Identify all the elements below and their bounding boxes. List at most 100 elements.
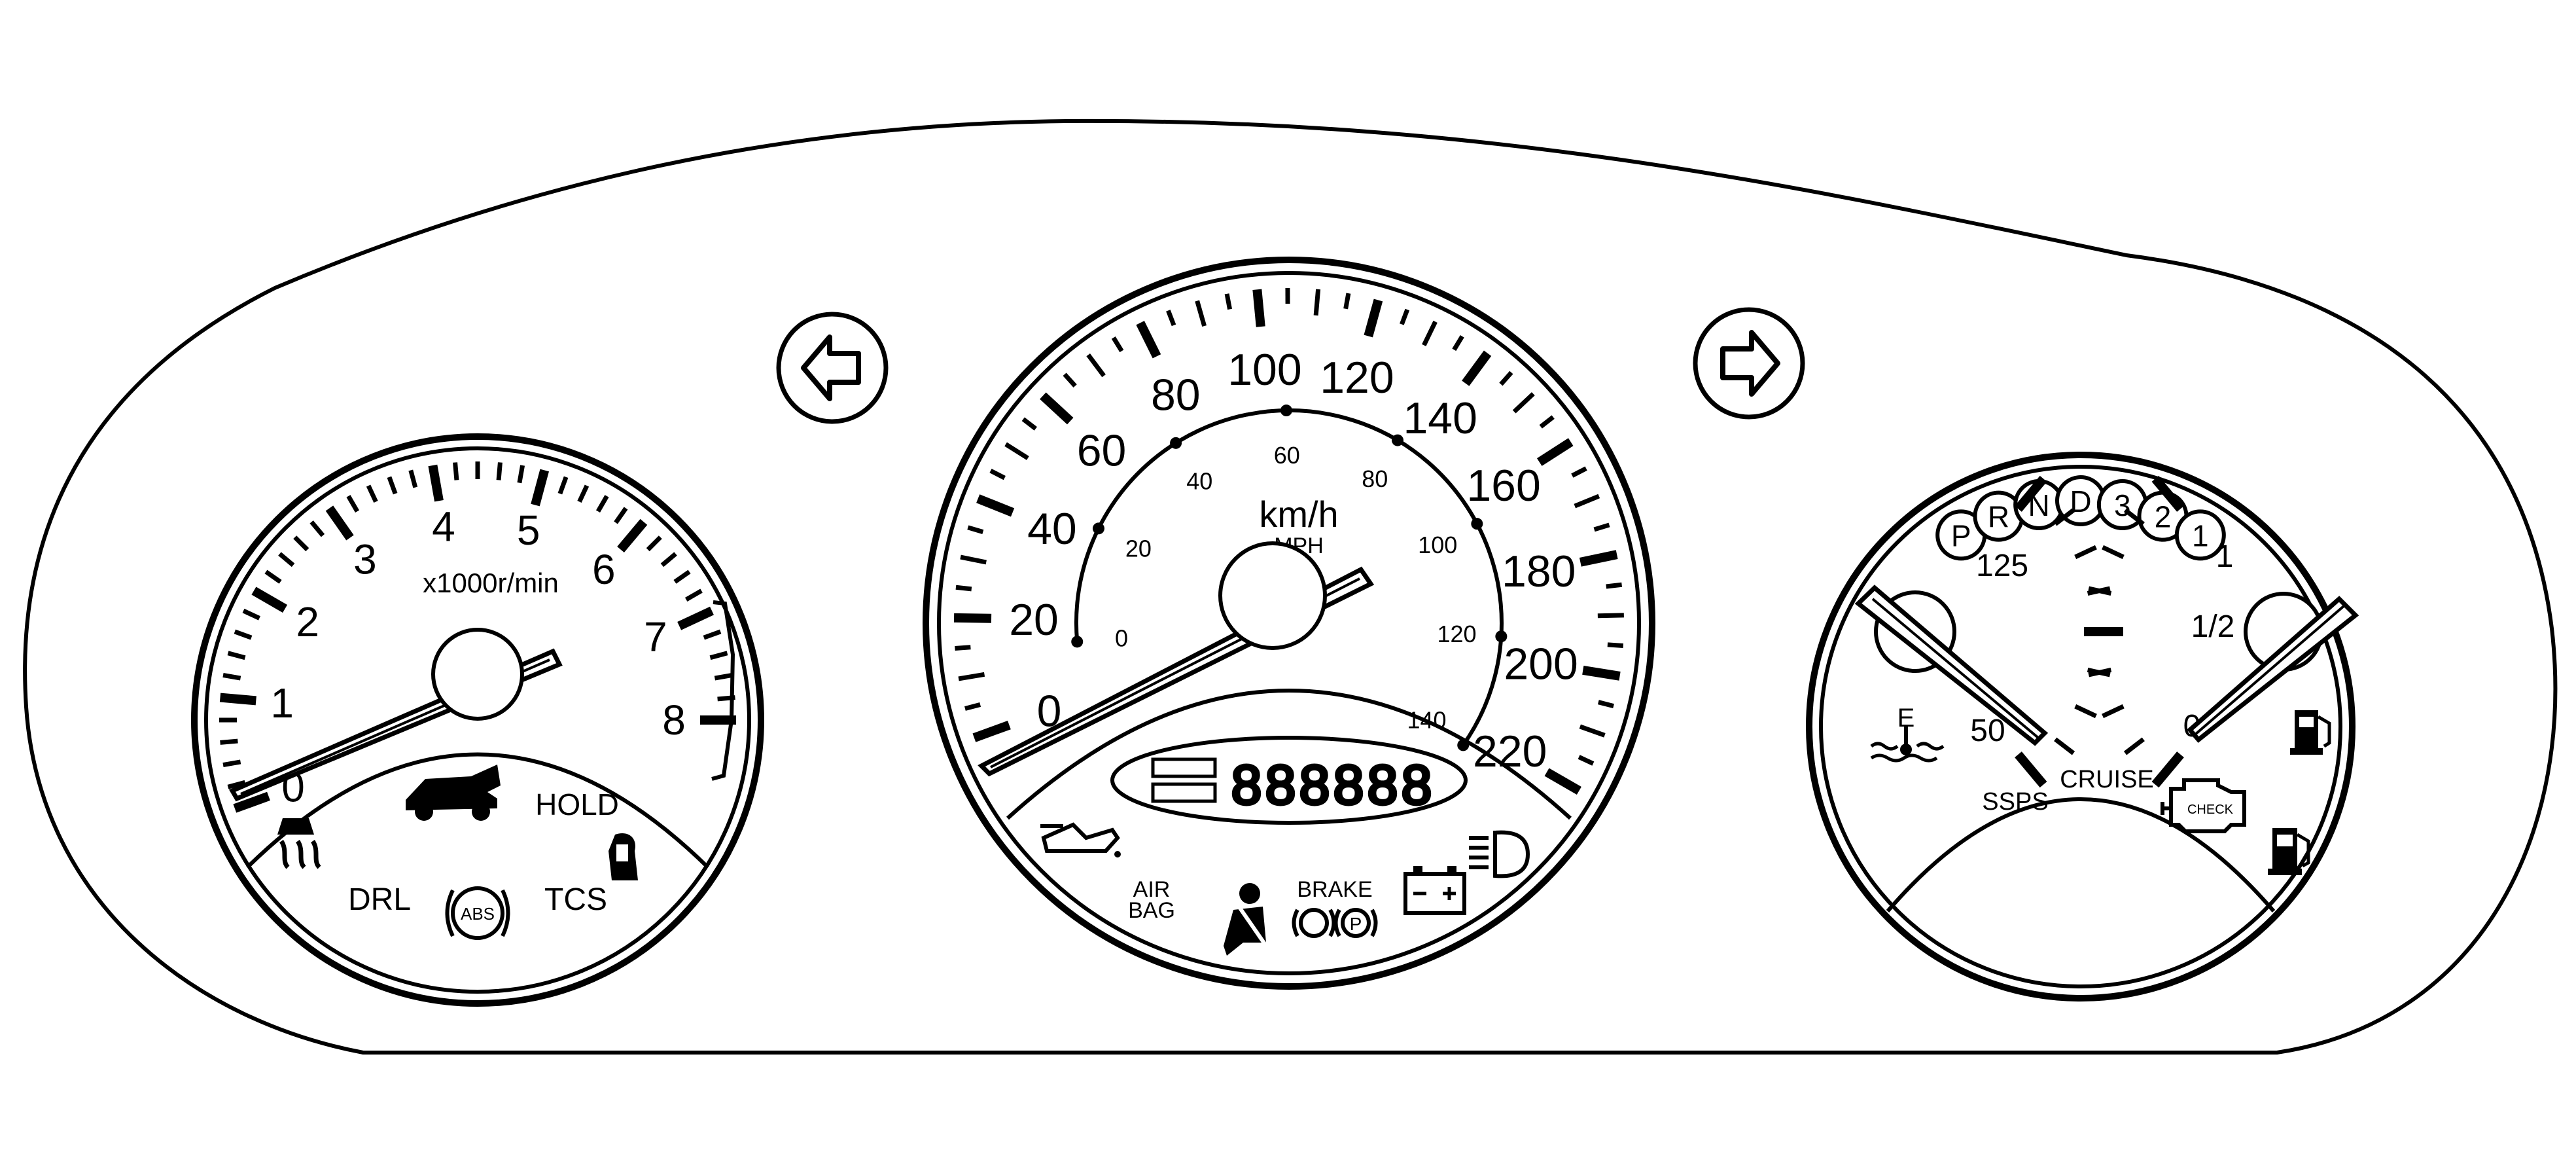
right-turn-signal [1693, 307, 1805, 420]
tachometer-tick [251, 586, 288, 613]
speedometer-tick [1597, 613, 1624, 619]
tachometer-tick [222, 672, 241, 681]
tachometer-tick [577, 484, 590, 503]
speedometer-tick [1313, 289, 1321, 316]
trip-selector-top [1151, 757, 1217, 778]
speedometer-tick [955, 645, 971, 651]
left-turn-signal [776, 312, 889, 424]
tachometer-tick [673, 569, 691, 584]
speedometer-mph-label: 60 [1274, 442, 1300, 469]
speedometer-mph-label: 120 [1437, 621, 1476, 647]
tachometer-tick [309, 520, 325, 537]
speedometer-tick [964, 702, 981, 711]
odometer-digit: 8 [1333, 754, 1364, 816]
tachometer-tick [293, 535, 309, 552]
prnd-indicator [2174, 509, 2226, 561]
prnd-indicator-label: 3 [2114, 488, 2131, 522]
tachometer-tick [233, 791, 270, 813]
fuel-ticks [2084, 475, 2184, 788]
tachometer-scale-label: 5 [517, 507, 540, 554]
speedometer-tick [1111, 336, 1124, 353]
temp-high-label: 125 [1976, 549, 2028, 583]
right-gauge-outer-ring [1806, 452, 2355, 1002]
tachometer-tick [684, 588, 703, 602]
speedometer-tick [955, 585, 972, 592]
speedometer-kmh-label: 40 [1027, 504, 1077, 554]
speedometer-tick [967, 525, 984, 535]
seatbelt-icon [1224, 883, 1268, 956]
abs-indicator-label: ABS [461, 904, 495, 924]
abs-indicator-icon: ABS [445, 886, 510, 940]
tachometer-scale-label: 1 [270, 679, 294, 727]
speedometer-kmh-label: 100 [1227, 345, 1301, 395]
mph-tick-dot [1170, 437, 1182, 449]
brake-p-label: P [1350, 914, 1362, 934]
speedometer-tick [953, 613, 992, 623]
tachometer-tick [220, 738, 238, 745]
speedometer-kmh-label: 160 [1466, 461, 1540, 511]
tachometer-tick [325, 505, 354, 541]
speedometer-mph-label: 0 [1115, 624, 1128, 651]
speedometer-hub [1218, 541, 1327, 650]
speedometer-tick [1252, 289, 1265, 327]
speedometer-tick [1224, 293, 1232, 310]
speedometer-kmh-label: 200 [1504, 640, 1578, 689]
tachometer-tick [234, 629, 253, 640]
coolant-temp-icon [1870, 727, 1945, 763]
odometer-digit: 8 [1265, 754, 1296, 816]
tachometer-tick [227, 780, 246, 789]
speedometer-tick [976, 494, 1015, 517]
speedometer-tick [1512, 392, 1535, 414]
tcs-indicator-label: TCS [544, 882, 607, 917]
prnd-indicator-label: P [1951, 518, 1971, 552]
air-bag-label-line1: AIR [1133, 877, 1171, 902]
fuel-tick [2151, 475, 2184, 512]
tachometer-scale-label: 6 [592, 546, 616, 593]
temperature-tick [2054, 508, 2075, 526]
speedometer-tick [1462, 350, 1492, 386]
tachometer-scale-label: 2 [296, 598, 319, 645]
tachometer-tick [453, 462, 459, 480]
prnd-indicator-label: 2 [2155, 500, 2172, 534]
speedometer-tick [1578, 755, 1595, 766]
speedometer-tick [1086, 353, 1106, 378]
tachometer-tick [408, 469, 418, 488]
tachometer-inner-ring [204, 446, 751, 994]
tachometer-scale-label: 3 [353, 535, 377, 583]
speedometer-mph-label: 40 [1186, 467, 1212, 494]
tachometer-scale-label: 8 [662, 696, 686, 744]
tachometer-tick [714, 672, 733, 681]
speedometer-tick [1536, 438, 1574, 466]
speedometer-lower-panel [1006, 689, 1572, 820]
speedometer-tick [1136, 321, 1161, 359]
tachometer-tick [703, 629, 722, 640]
tachometer-tick [222, 759, 241, 768]
temperature-tick [2015, 475, 2047, 512]
speedometer-tick [1021, 417, 1037, 431]
fuel-half-label: 1/2 [2191, 609, 2235, 644]
tachometer-tick [709, 651, 728, 660]
speedometer-tick [1607, 642, 1624, 648]
speedometer-kmh-label: 140 [1403, 393, 1477, 443]
tachometer-tick [264, 569, 282, 584]
speedometer-kmh-label: 60 [1077, 425, 1127, 475]
tachometer-scale-label: 7 [644, 613, 667, 660]
door-open-icon [609, 833, 638, 880]
speedometer-kmh-unit: km/h [1259, 494, 1338, 535]
temperature-tick [2015, 751, 2047, 788]
speedometer-tick [1343, 293, 1351, 310]
tachometer-tick [595, 495, 609, 513]
cluster-outline [23, 118, 2558, 1055]
speedometer-kmh-label: 180 [1502, 547, 1576, 596]
tachometer-tick [557, 476, 569, 495]
speedometer-tick [1574, 494, 1600, 509]
check-engine-icon: CHECK [2161, 778, 2246, 833]
fuel-needle [2187, 596, 2359, 743]
speedometer-mph-dots [1071, 405, 1508, 751]
tachometer-tick [219, 693, 256, 706]
